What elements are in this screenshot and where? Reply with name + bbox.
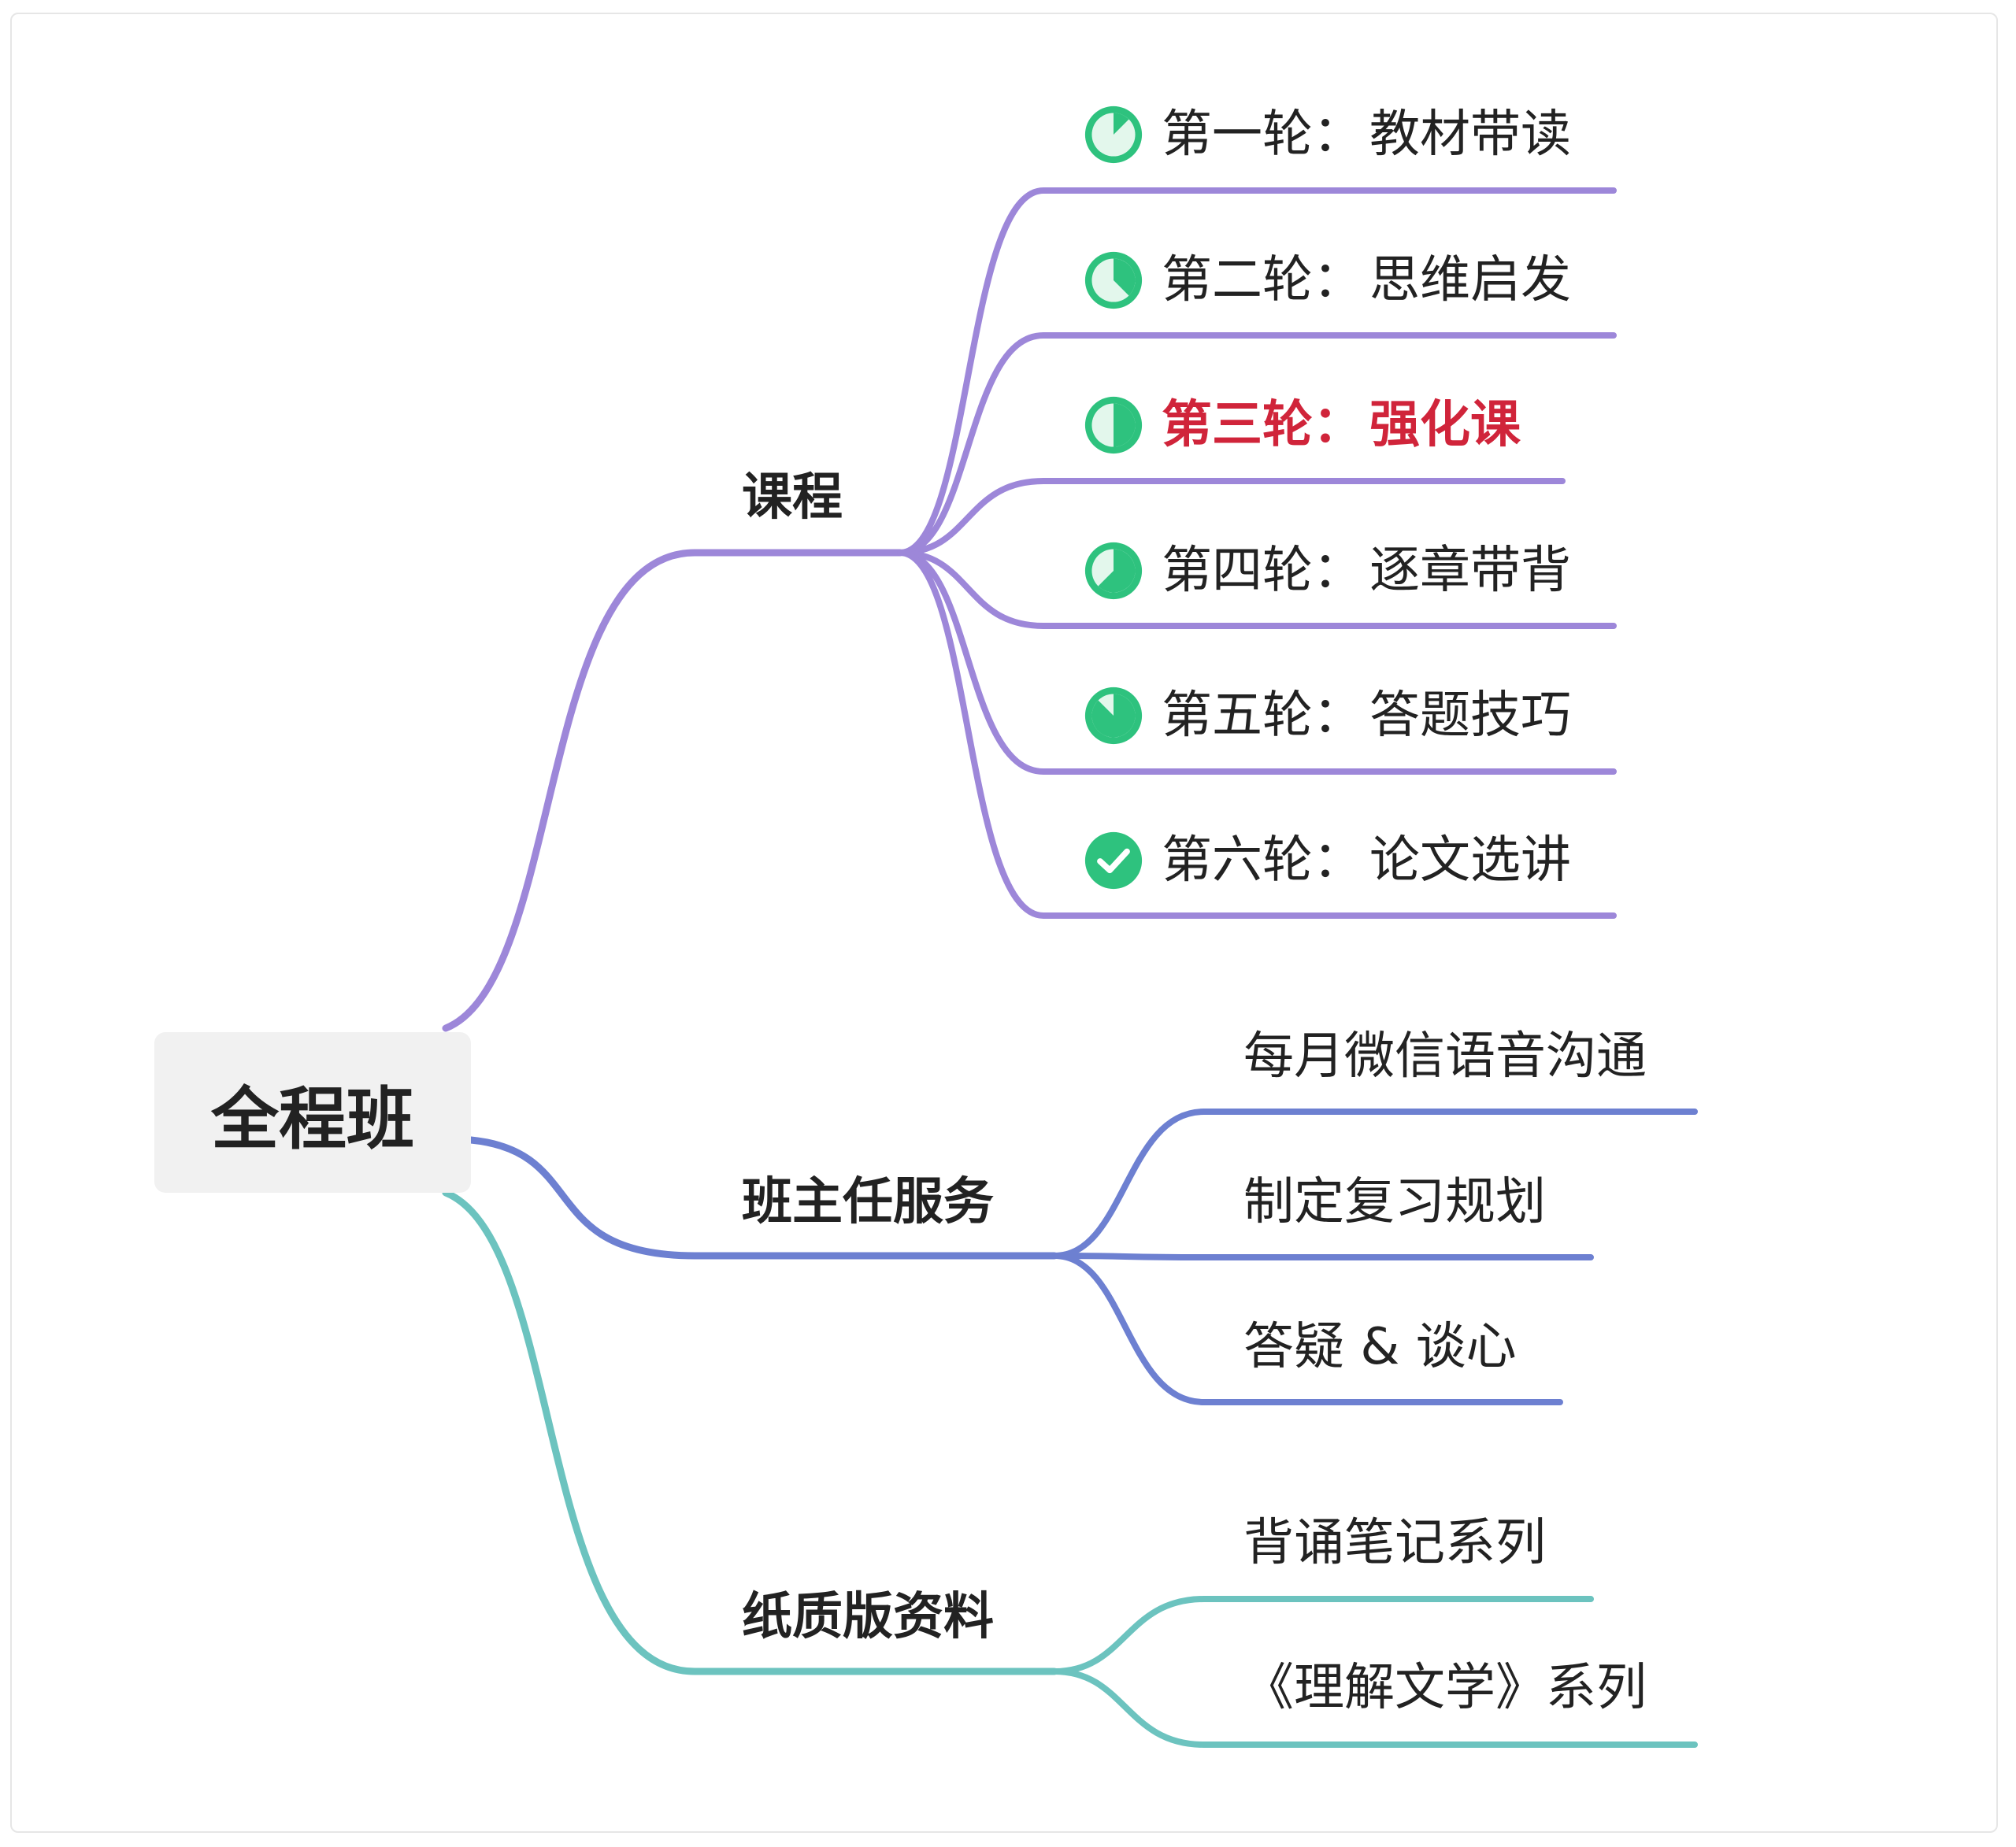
leaf-connector	[897, 187, 1617, 556]
leaf-topic-label: 论文选讲	[1369, 831, 1571, 890]
leaf-connector	[1051, 1109, 1698, 1259]
leaf-connector	[897, 550, 1617, 629]
leaf-label: 制定复习规划	[1243, 1173, 1546, 1231]
progress-icon	[1084, 105, 1143, 164]
progress-icon	[1084, 396, 1143, 454]
leaf-topic-label: 教材带读	[1369, 105, 1571, 164]
progress-icon	[1084, 542, 1143, 600]
leaf-round-label: 第三轮：	[1162, 396, 1363, 454]
leaf-round-label: 第六轮：	[1162, 831, 1363, 890]
leaf-topic-label: 答题技巧	[1369, 687, 1571, 745]
branch-connector	[467, 1136, 1058, 1260]
leaf-label: 背诵笔记系列	[1243, 1514, 1546, 1572]
branch-label[interactable]: 课程	[742, 468, 843, 527]
root-node[interactable]: 全程班	[154, 1032, 471, 1193]
leaf-topic-label: 强化课	[1369, 396, 1521, 454]
leaf-connector	[1051, 1596, 1594, 1675]
leaf-topic-label: 思维启发	[1369, 251, 1571, 309]
branch-connector	[442, 1189, 1058, 1675]
leaf-label: 《理解文学》系列	[1243, 1659, 1647, 1717]
leaf-round-label: 第四轮：	[1162, 542, 1363, 600]
leaf-label: 每月微信语音沟通	[1243, 1027, 1647, 1086]
leaf-node[interactable]: 第四轮：逐章带背	[1162, 546, 1571, 596]
leaf-connector	[1051, 1253, 1563, 1405]
progress-icon	[1084, 687, 1143, 745]
leaf-node[interactable]: 第二轮：思维启发	[1162, 255, 1571, 305]
leaf-connector	[1051, 1668, 1698, 1748]
leaf-connector	[1051, 1253, 1594, 1260]
progress-icon	[1084, 251, 1143, 309]
root-label: 全程班	[211, 1079, 414, 1159]
leaf-connector	[897, 550, 1617, 919]
leaf-node[interactable]: 《理解文学》系列	[1243, 1663, 1647, 1713]
leaf-node[interactable]: 第五轮：答题技巧	[1162, 690, 1571, 741]
branch-connector	[442, 549, 904, 1032]
leaf-node[interactable]: 制定复习规划	[1243, 1177, 1546, 1227]
leaf-node[interactable]: 第一轮：教材带读	[1162, 109, 1571, 160]
leaf-node[interactable]: 每月微信语音沟通	[1243, 1031, 1647, 1082]
leaf-node[interactable]: 第六轮：论文选讲	[1162, 835, 1571, 886]
leaf-connector	[897, 478, 1566, 556]
mindmap-canvas	[10, 13, 1998, 1833]
branch-label[interactable]: 班主任服务	[742, 1173, 994, 1231]
branch-label[interactable]: 纸质版资料	[742, 1588, 994, 1646]
check-icon	[1084, 831, 1143, 890]
leaf-node[interactable]: 答疑 & 谈心	[1243, 1322, 1517, 1372]
leaf-round-label: 第一轮：	[1162, 105, 1363, 164]
leaf-connector	[897, 332, 1617, 556]
leaf-node[interactable]: 背诵笔记系列	[1243, 1518, 1546, 1568]
leaf-round-label: 第五轮：	[1162, 687, 1363, 745]
leaf-node[interactable]: 第三轮：强化课	[1162, 400, 1521, 450]
leaf-round-label: 第二轮：	[1162, 251, 1363, 309]
leaf-connector	[897, 550, 1617, 775]
leaf-topic-label: 逐章带背	[1369, 542, 1571, 600]
leaf-label: 答疑 & 谈心	[1243, 1318, 1517, 1376]
